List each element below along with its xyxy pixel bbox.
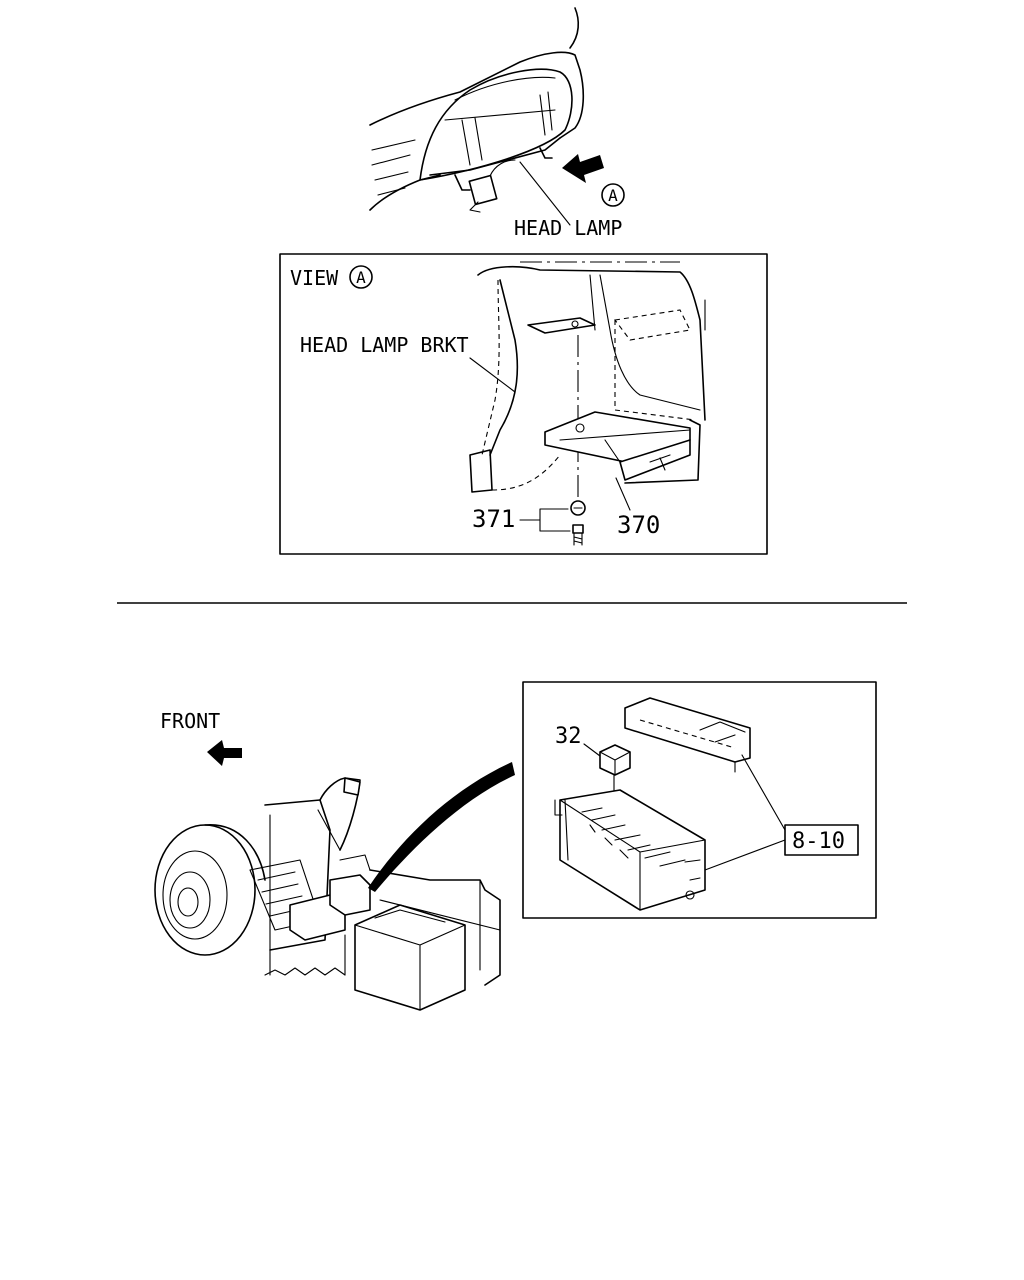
view-marker-circle-label: A	[608, 186, 618, 205]
front-label: FRONT	[160, 709, 220, 733]
view-a-marker: A	[356, 268, 366, 287]
head-lamp-label: HEAD LAMP	[514, 216, 622, 240]
head-lamp-brkt-label: HEAD LAMP BRKT	[300, 333, 469, 357]
part-number-371: 371	[472, 505, 515, 533]
fuse-box-illustration	[554, 697, 859, 911]
head-lamp-bracket-illustration	[469, 261, 706, 546]
part-number-8-10: 8-10	[792, 829, 845, 854]
part-number-32: 32	[555, 724, 582, 749]
view-a-circle	[349, 265, 373, 289]
front-arrow-icon	[207, 740, 242, 766]
head-lamp-illustration	[369, 7, 625, 226]
view-a-frame	[279, 253, 768, 555]
engine-bay-illustration	[154, 762, 515, 1011]
fuse-box-inset-frame	[522, 681, 877, 919]
part-number-370: 370	[617, 511, 660, 539]
view-label: VIEW	[290, 266, 339, 290]
